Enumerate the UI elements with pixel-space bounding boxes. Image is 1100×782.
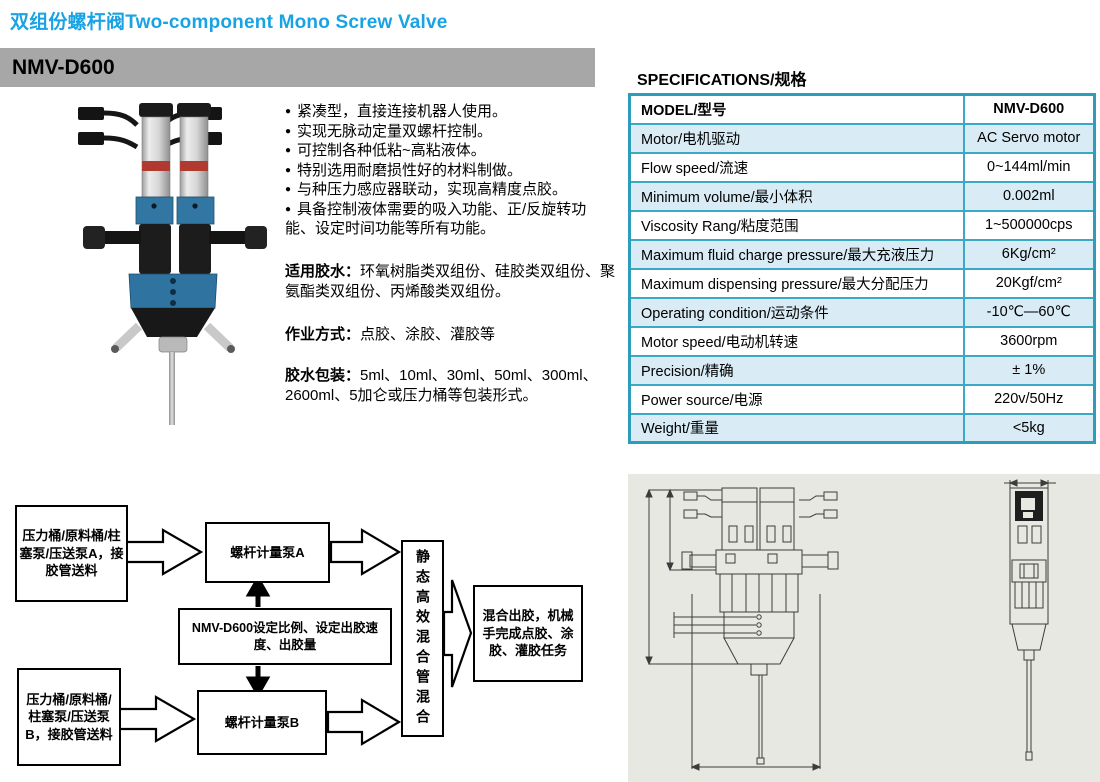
feature-text: 紧凑型，直接连接机器人使用。 — [297, 103, 508, 120]
feature-item: ●具备控制液体需要的吸入功能、正/反旋转功能、设定时间功能等所有功能。 — [285, 200, 615, 239]
spec-value: <5kg — [962, 412, 1096, 444]
flow-arrow-feed-b-to-pump-b — [117, 695, 197, 743]
diagram-box-feed-b: 压力桶/原料桶/柱塞泵/压送泵B，接胶管送料 — [17, 668, 121, 766]
glue-package-text: 5ml、10ml、30ml、50ml、300ml、2600ml、5加仑或压力桶等… — [285, 367, 598, 404]
flow-arrow-mixer-to-output — [442, 579, 473, 688]
spec-value: NMV-D600 — [962, 93, 1096, 125]
feature-text: 具备控制液体需要的吸入功能、正/反旋转功能、设定时间功能等所有功能。 — [285, 200, 587, 238]
work-mode-paragraph: 作业方式：点胶、涂胶、灌胶等 — [285, 325, 617, 345]
work-mode-text: 点胶、涂胶、灌胶等 — [360, 326, 496, 343]
cable-connectors-left — [78, 107, 139, 150]
feature-text: 与种压力感应器联动，实现高精度点胶。 — [297, 181, 568, 198]
spec-label: Maximum fluid charge pressure/最大充液压力 — [628, 238, 965, 270]
spec-label: Motor/电机驱动 — [628, 122, 965, 154]
spec-label: Viscosity Rang/粘度范围 — [628, 209, 965, 241]
feature-item: ● 可控制各种低粘~高粘液体。 — [285, 141, 615, 161]
model-header-bar: NMV-D600 — [0, 48, 595, 87]
spec-value: 0.002ml — [962, 180, 1096, 212]
spec-value: 0~144ml/min — [962, 151, 1096, 183]
spec-value: -10℃—60℃ — [962, 296, 1096, 328]
spec-label: Minimum volume/最小体积 — [628, 180, 965, 212]
diagram-box-pump-b: 螺杆计量泵B — [197, 690, 327, 755]
spec-label: Motor speed/电动机转速 — [628, 325, 965, 357]
valve-photo-illustration — [78, 103, 267, 425]
model-header-label: NMV-D600 — [12, 55, 115, 79]
bullet-icon: ● — [285, 203, 292, 215]
table-row: Operating condition/运动条件-10℃—60℃ — [628, 296, 1096, 328]
feature-item: ● 与种压力感应器联动，实现高精度点胶。 — [285, 180, 615, 200]
spec-label: Weight/重量 — [628, 412, 965, 444]
spec-value: 1~500000cps — [962, 209, 1096, 241]
spec-value: 6Kg/cm² — [962, 238, 1096, 270]
diagram-box-output: 混合出胶，机械手完成点胶、涂胶、灌胶任务 — [473, 585, 583, 682]
motor-cylinders — [139, 103, 211, 198]
dispense-needle — [169, 352, 175, 425]
spec-label: MODEL/型号 — [628, 93, 965, 125]
table-row: Weight/重量<5kg — [628, 412, 1096, 444]
bullet-icon: ● — [285, 106, 292, 117]
spec-label: Flow speed/流速 — [628, 151, 965, 183]
bullet-icon: ● — [285, 164, 292, 176]
feature-list: ● 紧凑型，直接连接机器人使用。 ● 实现无脉动定量双螺杆控制。 ● 可控制各种低粘~… — [285, 102, 615, 239]
spec-value: 220v/50Hz — [962, 383, 1096, 415]
product-photo — [25, 95, 275, 427]
bullet-icon: ● — [285, 184, 292, 195]
feature-item: ● 特别选用耐磨损性好的材料制做。 — [285, 161, 615, 181]
feature-text: 实现无脉动定量双螺杆控制。 — [297, 122, 493, 140]
glue-package-paragraph: 胶水包装：5ml、10ml、30ml、50ml、300ml、2600ml、5加仑… — [285, 366, 617, 406]
process-flow-diagram: 压力桶/原料桶/柱塞泵/压送泵A，接胶管送料 螺杆计量泵A NMV-D600设定… — [0, 490, 620, 782]
spec-label: Maximum dispensing pressure/最大分配压力 — [628, 267, 965, 299]
applicable-glue-label: 适用胶水： — [285, 263, 361, 280]
manifold-block — [128, 273, 218, 309]
pump-body-section — [83, 224, 267, 274]
flow-arrow-pump-a-to-mixer — [329, 528, 402, 576]
blue-coupler-blocks — [135, 196, 215, 225]
diagram-box-static-mixer: 静态高效混合管混合 — [401, 540, 444, 737]
spec-label: Precision/精确 — [628, 354, 965, 386]
arrow-down-icon — [245, 676, 271, 699]
feature-item: ● 紧凑型，直接连接机器人使用。 — [285, 102, 615, 122]
glue-package-label: 胶水包装： — [285, 367, 361, 384]
dispense-head — [111, 308, 235, 353]
bullet-icon: ● — [285, 125, 292, 137]
page-title: 双组份螺杆阀Two-component Mono Screw Valve — [10, 12, 448, 33]
bullet-icon: ● — [285, 145, 292, 156]
work-mode-label: 作业方式： — [285, 326, 361, 343]
specs-title: SPECIFICATIONS/规格 — [637, 72, 807, 89]
spec-label: Operating condition/运动条件 — [628, 296, 965, 328]
arrow-up-icon — [245, 574, 271, 597]
feature-item: ● 实现无脉动定量双螺杆控制。 — [285, 122, 615, 142]
spec-label: Power source/电源 — [628, 383, 965, 415]
feature-text: 可控制各种低粘~高粘液体。 — [297, 142, 486, 159]
table-row: Precision/精确± 1% — [628, 354, 1096, 386]
diagram-box-controller: NMV-D600设定比例、设定出胶速度、出胶量 — [178, 608, 392, 665]
spec-value: ± 1% — [962, 354, 1096, 386]
spec-value: AC Servo motor — [962, 122, 1096, 154]
diagram-box-pump-a: 螺杆计量泵A — [205, 522, 330, 583]
cad-dimension-drawing — [645, 479, 1056, 771]
diagram-box-feed-a: 压力桶/原料桶/柱塞泵/压送泵A，接胶管送料 — [15, 505, 128, 602]
applicable-glue-paragraph: 适用胶水：环氧树脂类双组份、硅胶类双组份、聚氨酯类双组份、丙烯酸类双组份。 — [285, 262, 617, 302]
flow-arrow-pump-b-to-mixer — [326, 698, 402, 746]
flow-arrows — [117, 528, 473, 746]
spec-value: 3600rpm — [962, 325, 1096, 357]
feature-text: 特别选用耐磨损性好的材料制做。 — [297, 161, 523, 179]
dimension-drawing-panel — [628, 474, 1100, 782]
flow-arrow-feed-a-to-pump-a — [124, 528, 204, 576]
spec-value: 20Kgf/cm² — [962, 267, 1096, 299]
applicable-glue-text: 环氧树脂类双组份、硅胶类双组份、聚氨酯类双组份、丙烯酸类双组份。 — [285, 263, 616, 300]
